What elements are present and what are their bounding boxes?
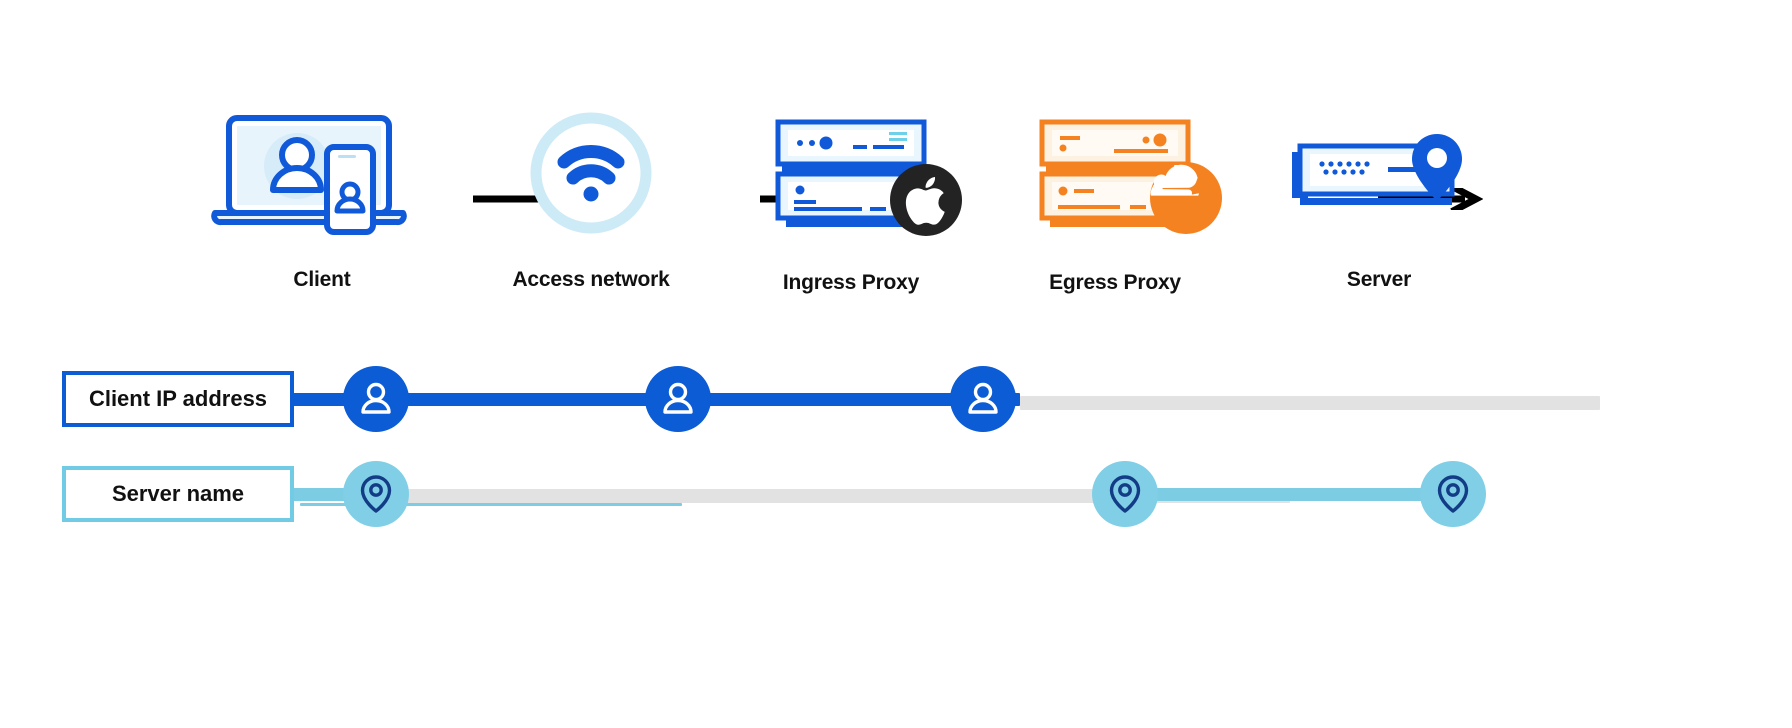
location-pin-icon [1437, 475, 1469, 513]
track-server-name: Server name [0, 461, 1792, 552]
location-pin-icon [1109, 475, 1141, 513]
label-chip-server-name: Server name [62, 466, 294, 522]
node-label-ingress-proxy: Ingress Proxy [782, 271, 920, 294]
user-icon [968, 382, 998, 414]
node-column-server: Server [1264, 110, 1494, 310]
node-label-access-network: Access network [512, 268, 670, 291]
apple-logo-icon [890, 164, 962, 236]
laptop-phone-user-icon [211, 115, 407, 235]
cloudflare-logo-icon [1150, 162, 1222, 234]
ingress-proxy-icon-art [736, 110, 966, 240]
node-label-egress-proxy: Egress Proxy [1049, 271, 1181, 294]
label-chip-client-ip-address: Client IP address [62, 371, 294, 427]
user-icon [361, 382, 391, 414]
track-node-server-name-at-server[interactable] [1420, 461, 1486, 527]
label-chip-client-ip-address-text: Client IP address [88, 386, 268, 411]
node-column-egress-proxy: Egress Proxy [1000, 110, 1230, 310]
node-column-client: Client [207, 110, 437, 310]
track-segment-inactive-server-name [370, 489, 1290, 503]
client-icon-art [207, 110, 437, 240]
node-column-ingress-proxy: Ingress Proxy [736, 110, 966, 310]
track-node-server-name-at-egress-proxy[interactable] [1092, 461, 1158, 527]
server-location-pin-icon [1292, 134, 1462, 205]
track-segment-active-server-name [1125, 488, 1455, 501]
access-network-icon-art [476, 110, 706, 240]
node-label-server: Server [1346, 268, 1412, 291]
track-segment-inactive-client-ip [1020, 396, 1600, 410]
label-chip-server-name-text: Server name [111, 481, 245, 506]
track-segment-hint-server-name [300, 503, 682, 506]
wifi-circle-icon [530, 112, 652, 234]
node-column-access-network: Access network [476, 110, 706, 310]
server-stack-orange-icon [1039, 119, 1191, 227]
track-node-server-name-at-client[interactable] [343, 461, 409, 527]
node-label-client: Client [293, 268, 351, 291]
location-pin-icon [360, 475, 392, 513]
track-node-client-ip-at-access-network[interactable] [645, 366, 711, 432]
track-segment-active-client-ip [258, 393, 1020, 406]
track-node-client-ip-at-client[interactable] [343, 366, 409, 432]
user-icon [663, 382, 693, 414]
egress-proxy-icon-art [1000, 110, 1230, 240]
track-client-ip-address: Client IP address [0, 360, 1792, 450]
track-node-client-ip-at-ingress-proxy[interactable] [950, 366, 1016, 432]
server-icon-art [1264, 110, 1494, 240]
